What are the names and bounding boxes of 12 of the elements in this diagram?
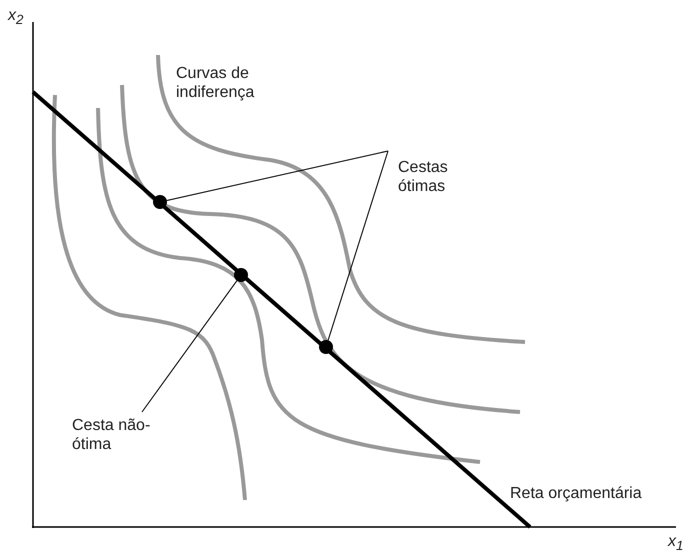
line-label: Reta orçamentária bbox=[510, 484, 643, 503]
axis-label: x$_{1}$ bbox=[668, 532, 684, 556]
callout-label: Cestas ótimas bbox=[398, 158, 478, 196]
point-marker bbox=[234, 268, 248, 282]
point-marker bbox=[153, 195, 167, 209]
axis-label: x$_{2}$ bbox=[8, 6, 24, 30]
point-marker bbox=[319, 340, 333, 354]
leader-line bbox=[328, 150, 388, 341]
callout-label: Cesta não-ótima bbox=[72, 416, 162, 454]
curve-label: Curvas de indiferença bbox=[176, 64, 256, 102]
leader-line bbox=[166, 150, 388, 201]
leader-line bbox=[142, 280, 238, 412]
